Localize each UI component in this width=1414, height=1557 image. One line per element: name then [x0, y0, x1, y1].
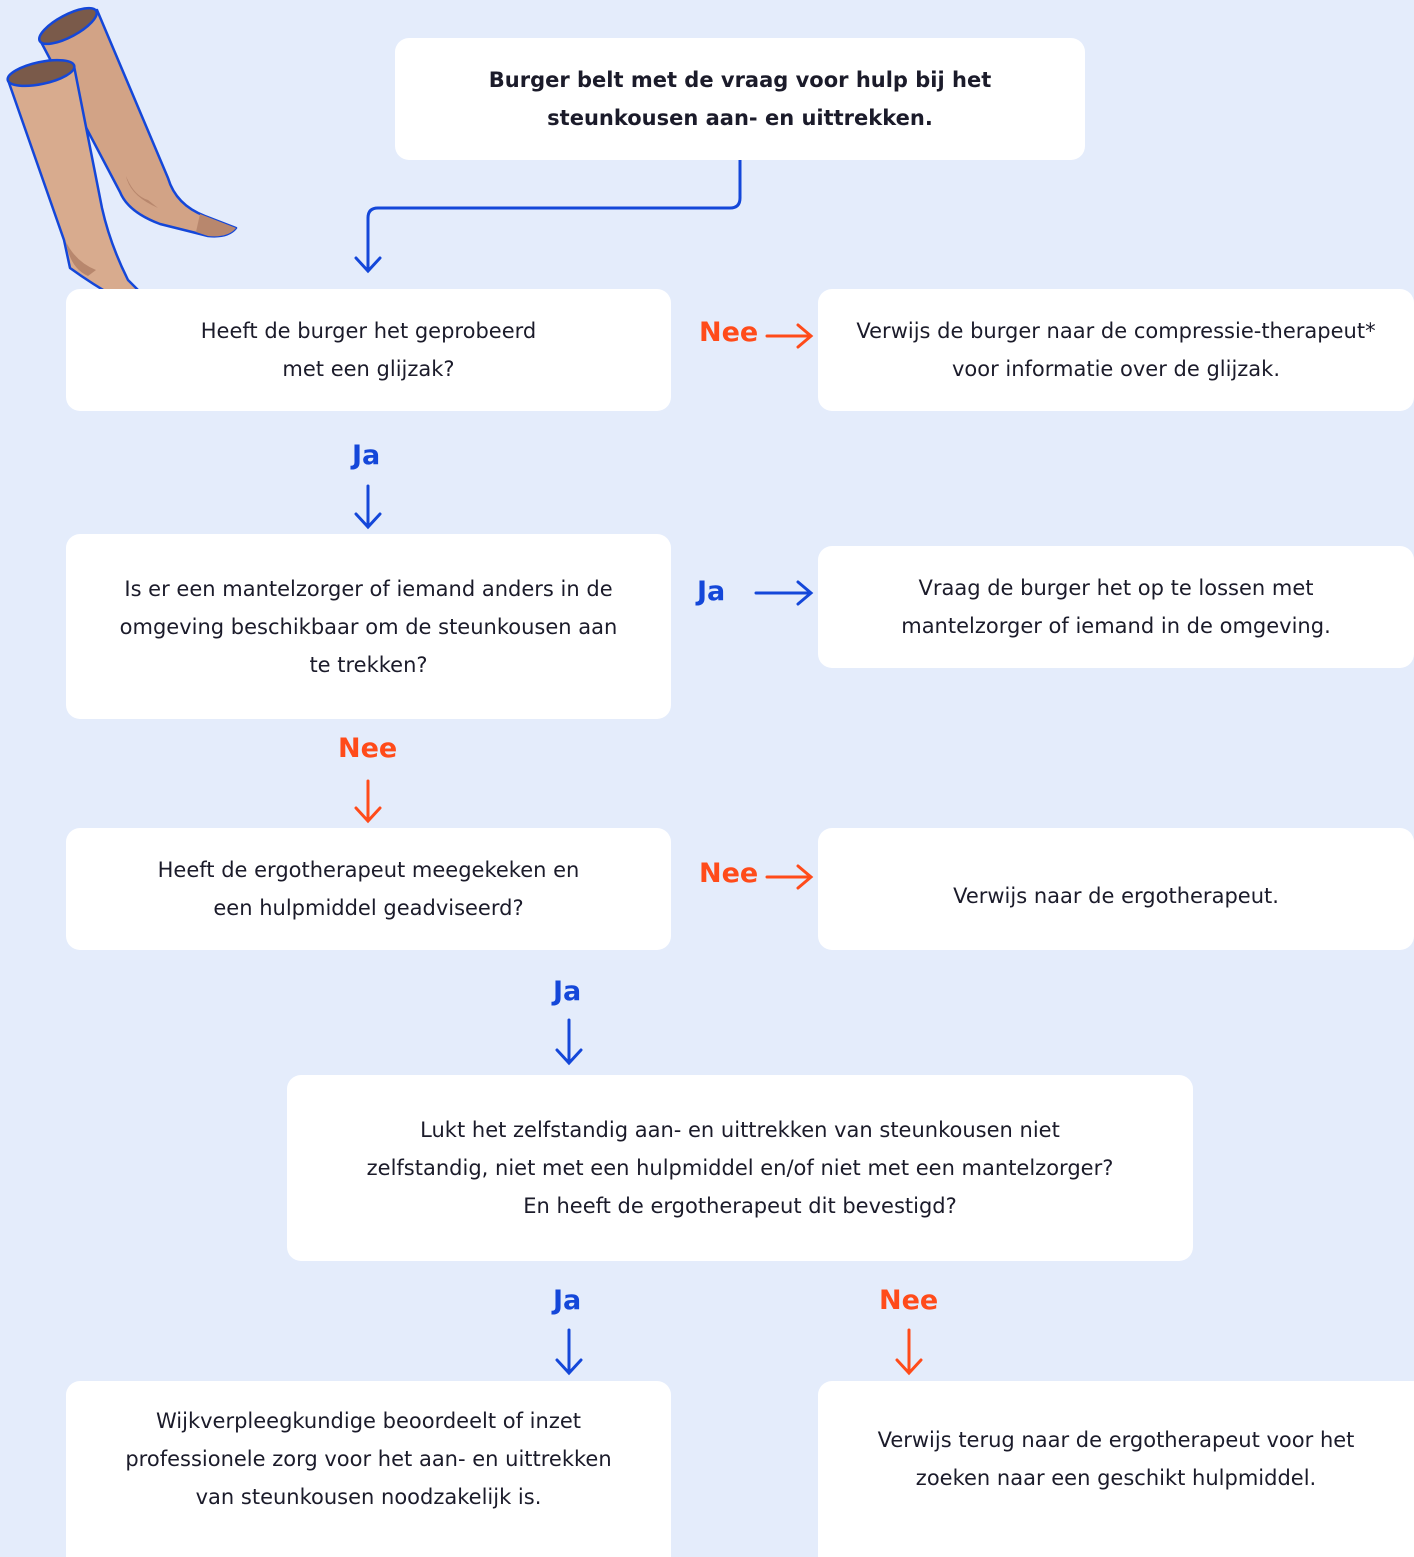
question-3-box: Heeft de ergotherapeut meegekeken en een…	[66, 828, 671, 950]
label-q1-ja: Ja	[352, 440, 381, 471]
arrow-q1-ja	[354, 484, 382, 530]
label-q4-ja: Ja	[553, 1285, 582, 1316]
arrow-q2-ja	[754, 580, 814, 606]
arrow-q4-nee	[895, 1328, 923, 1376]
arrow-q4-ja	[555, 1328, 583, 1376]
arrow-q3-nee	[765, 864, 814, 890]
question-1-text: Heeft de burger het geprobeerd met een g…	[200, 319, 537, 381]
end-nee-text: Verwijs terug naar de ergotherapeut voor…	[877, 1428, 1355, 1490]
arrow-q2-nee	[354, 779, 382, 824]
result-1-text: Verwijs de burger naar de compressie-the…	[856, 319, 1376, 381]
label-q1-nee: Nee	[699, 317, 759, 348]
result-3-text: Verwijs naar de ergotherapeut.	[953, 884, 1279, 908]
connector-start-to-q1	[366, 160, 742, 270]
question-2-box: Is er een mantelzorger of iemand anders …	[66, 534, 671, 719]
label-q4-nee: Nee	[879, 1285, 939, 1316]
end-ja-box: Wijkverpleegkundige beoordeelt of inzet …	[66, 1381, 671, 1557]
label-q3-ja: Ja	[553, 976, 582, 1007]
question-2-text: Is er een mantelzorger of iemand anders …	[119, 576, 618, 677]
end-nee-box: Verwijs terug naar de ergotherapeut voor…	[818, 1381, 1414, 1557]
arrow-q3-ja	[555, 1018, 583, 1066]
result-2-box: Vraag de burger het op te lossen met man…	[818, 546, 1414, 668]
label-q2-ja: Ja	[697, 576, 726, 607]
result-3-box: Verwijs naar de ergotherapeut.	[818, 828, 1414, 950]
arrow-q1-nee	[765, 323, 814, 349]
label-q2-nee: Nee	[338, 733, 398, 764]
arrowhead-start-to-q1	[354, 256, 382, 274]
compression-stockings-icon	[6, 6, 238, 319]
result-1-box: Verwijs de burger naar de compressie-the…	[818, 289, 1414, 411]
question-4-text: Lukt het zelfstandig aan- en uittrekken …	[366, 1118, 1114, 1218]
result-2-text: Vraag de burger het op te lossen met man…	[901, 576, 1331, 638]
start-text: Burger belt met de vraag voor hulp bij h…	[488, 68, 992, 130]
label-q3-nee: Nee	[699, 858, 759, 889]
question-4-box: Lukt het zelfstandig aan- en uittrekken …	[287, 1075, 1193, 1261]
question-1-box: Heeft de burger het geprobeerd met een g…	[66, 289, 671, 411]
start-box: Burger belt met de vraag voor hulp bij h…	[395, 38, 1085, 160]
end-ja-text: Wijkverpleegkundige beoordeelt of inzet …	[125, 1409, 612, 1509]
question-3-text: Heeft de ergotherapeut meegekeken en een…	[157, 858, 580, 920]
